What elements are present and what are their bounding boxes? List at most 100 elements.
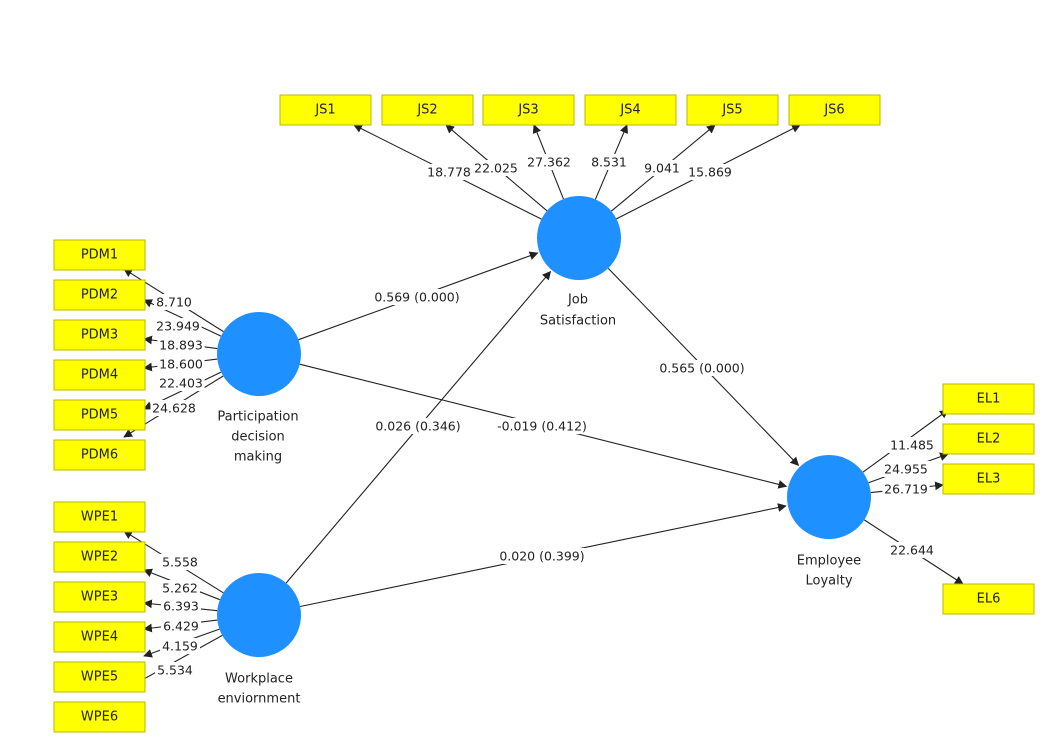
indicator-js2: JS2 [381, 94, 474, 126]
outer-weight-js-2-bg [472, 160, 520, 176]
indicator-label: WPE5 [81, 670, 118, 685]
indicator-box [584, 94, 677, 126]
outer-weight-el-3-bg [882, 481, 930, 497]
indicator-label: JS6 [823, 103, 844, 118]
indicator-label: WPE6 [81, 710, 118, 725]
outer-weight-pdm-6-bg [150, 400, 198, 416]
indicator-box [942, 423, 1035, 455]
indicator-wpe4: WPE4 [53, 621, 146, 653]
indicator-box [482, 94, 575, 126]
indicator-label: JS5 [721, 103, 742, 118]
outer-weight-wpe-3: 6.393 [163, 599, 199, 614]
indicator-label: EL6 [977, 592, 1001, 607]
outer-weight-wpe-4: 6.429 [163, 619, 199, 634]
indicator-label: PDM6 [81, 448, 118, 463]
outer-weight-pdm-4-bg [157, 356, 205, 372]
construct-circle [217, 573, 301, 657]
outer-weight-js-2: 22.025 [474, 161, 518, 176]
indicator-label: JS1 [314, 103, 335, 118]
outer-weight-wpe-4-bg [161, 618, 201, 634]
indicator-pdm6: PDM6 [53, 439, 146, 471]
outer-weight-wpe-5-bg [160, 638, 200, 654]
outer-weight-js-6: 15.869 [688, 165, 732, 180]
outer-weight-pdm-1-bg [154, 294, 194, 310]
outer-weight-pdm-3-bg [157, 337, 205, 353]
path-coefficient-wpe-js-bg [369, 418, 467, 434]
construct-label: Loyalty [805, 574, 852, 589]
indicator-el1: EL1 [942, 383, 1035, 415]
indicator-box [381, 94, 474, 126]
outer-weight-wpe-6: 5.534 [157, 663, 193, 678]
indicator-box [53, 581, 146, 613]
indicator-el3: EL3 [942, 463, 1035, 495]
indicator-box [53, 239, 146, 271]
outer-weight-el-4-bg [888, 542, 936, 558]
construct-pdm: Participation decision making [217, 312, 301, 465]
indicator-box [942, 463, 1035, 495]
indicator-box [53, 399, 146, 431]
outer-weight-pdm-5: 22.403 [159, 376, 203, 391]
outer-weight-wpe-5: 4.159 [162, 639, 198, 654]
indicator-label: EL3 [977, 472, 1001, 487]
construct-label: Participation [217, 410, 298, 425]
outer-weight-js-6-bg [686, 164, 734, 180]
path-coefficient-js-el-bg [653, 360, 751, 376]
outer-weight-pdm-2-bg [154, 318, 202, 334]
indicator-label: WPE1 [81, 510, 118, 525]
indicator-label: EL2 [977, 432, 1001, 447]
path-coefficient-pdm-js-bg [368, 289, 466, 305]
construct-label: making [234, 450, 282, 465]
indicator-label: PDM1 [81, 248, 118, 263]
outer-weight-pdm-4: 18.600 [159, 357, 203, 372]
indicator-label: PDM5 [81, 408, 118, 423]
construct-circle [217, 312, 301, 396]
outer-weight-js-5: 9.041 [644, 161, 680, 176]
construct-nodes: ParticipationdecisionmakingJobSatisfacti… [217, 196, 871, 707]
outer-weight-wpe-2-bg [160, 580, 200, 596]
indicator-label: PDM3 [81, 328, 118, 343]
outer-weight-js-4-bg [589, 154, 629, 170]
construct-label: Workplace [225, 672, 293, 687]
indicator-label: EL1 [977, 392, 1001, 407]
indicator-wpe5: WPE5 [53, 661, 146, 693]
indicator-label: PDM4 [81, 368, 118, 383]
indicator-box [686, 94, 779, 126]
path-coefficient-wpe-js: 0.026 (0.346) [375, 419, 460, 434]
indicator-js5: JS5 [686, 94, 779, 126]
outer-weight-el-1: 11.485 [890, 438, 934, 453]
outer-weight-wpe-3-bg [161, 598, 201, 614]
indicator-label: JS3 [517, 103, 538, 118]
outer-weight-js-4: 8.531 [591, 155, 627, 170]
indicator-box [53, 661, 146, 693]
outer-weight-el-1-bg [888, 437, 936, 453]
indicator-label: JS4 [619, 103, 640, 118]
path-coefficient-wpe-el-bg [493, 548, 591, 564]
indicator-label: WPE4 [81, 630, 118, 645]
outer-weight-wpe-1: 5.558 [162, 555, 198, 570]
indicator-wpe1: WPE1 [53, 501, 146, 533]
indicator-label: WPE3 [81, 590, 118, 605]
path-coefficient-labels: 0.569 (0.000)-0.019 (0.412)0.026 (0.346)… [368, 289, 751, 564]
indicator-box [53, 701, 146, 733]
construct-label: Job [567, 293, 588, 308]
indicator-wpe6: WPE6 [53, 701, 146, 733]
outer-weight-pdm-6: 24.628 [152, 401, 196, 416]
indicator-box [53, 541, 146, 573]
indicator-el6: EL6 [942, 583, 1035, 615]
indicator-box [279, 94, 372, 126]
construct-label: decision [231, 430, 285, 445]
outer-weight-wpe-1-bg [160, 554, 200, 570]
outer-weight-js-3: 27.362 [527, 155, 571, 170]
indicator-pdm4: PDM4 [53, 359, 146, 391]
outer-weight-pdm-2: 23.949 [156, 319, 200, 334]
outer-weight-el-3: 26.719 [884, 482, 928, 497]
indicator-box [53, 501, 146, 533]
outer-weight-pdm-5-bg [157, 375, 205, 391]
outer-weight-el-2-bg [882, 461, 930, 477]
indicator-box [53, 279, 146, 311]
indicator-wpe3: WPE3 [53, 581, 146, 613]
